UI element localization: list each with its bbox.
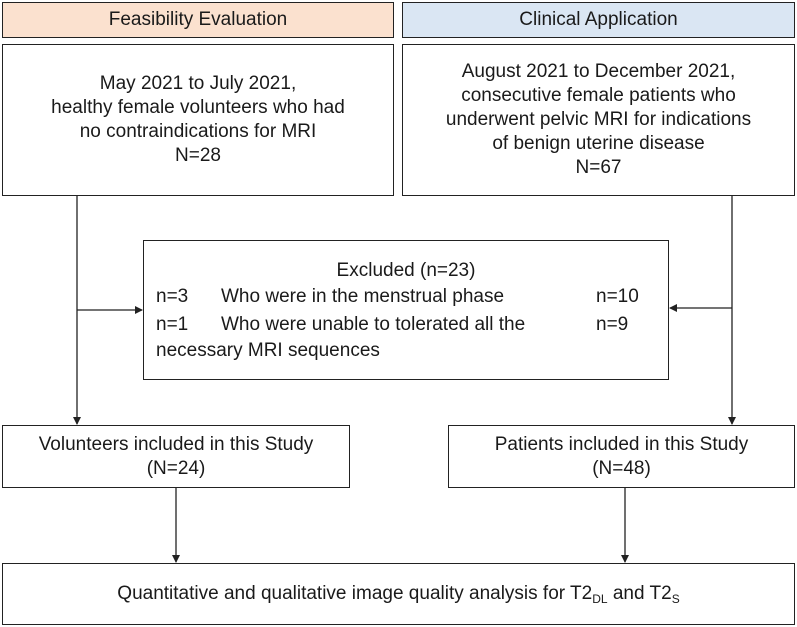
excluded-reason-intolerance-cont: necessary MRI sequences xyxy=(156,340,380,361)
header-feasibility-evaluation: Feasibility Evaluation xyxy=(2,2,394,38)
patients-included-box: Patients included in this Study (N=48) xyxy=(448,425,795,488)
t2dl-subscript: DL xyxy=(592,592,608,606)
excluded-patients-n2: n=9 xyxy=(596,314,629,335)
excluded-reason-intolerance: Who were unable to tolerated all the xyxy=(221,314,526,335)
patients-line: underwent pelvic MRI for indications xyxy=(445,109,752,130)
header-right-label: Clinical Application xyxy=(519,9,678,30)
patients-enrollment-box: August 2021 to December 2021, consecutiv… xyxy=(402,44,795,196)
patients-line: consecutive female patients who xyxy=(461,85,736,106)
analysis-label: Quantitative and qualitative image quali… xyxy=(117,583,571,604)
volunteers-line: no contraindications for MRI xyxy=(79,121,317,142)
volunteers-line: healthy female volunteers who had xyxy=(51,97,345,118)
volunteers-line: May 2021 to July 2021, xyxy=(99,73,297,94)
analysis-text: Quantitative and qualitative image quali… xyxy=(117,582,679,606)
patients-included-label: Patients included in this Study xyxy=(494,433,749,455)
excluded-volunteers-n1: n=3 xyxy=(156,286,189,307)
excluded-volunteers-n2: n=1 xyxy=(156,314,189,335)
excluded-title: Excluded (n=23) xyxy=(336,260,476,281)
patients-line: of benign uterine disease xyxy=(492,133,705,154)
volunteers-included-box: Volunteers included in this Study (N=24) xyxy=(2,425,350,488)
patients-count: N=67 xyxy=(575,157,622,178)
excluded-box: Excluded (n=23) n=3 Who were in the mens… xyxy=(143,240,669,380)
volunteers-count: N=28 xyxy=(175,145,221,166)
header-clinical-application: Clinical Application xyxy=(402,2,795,38)
volunteers-included-count: (N=24) xyxy=(146,457,206,479)
header-left-label: Feasibility Evaluation xyxy=(108,9,288,30)
excluded-reason-menstrual: Who were in the menstrual phase xyxy=(221,286,505,307)
analysis-box: Quantitative and qualitative image quali… xyxy=(2,563,795,625)
t2s-subscript: S xyxy=(671,592,680,606)
t2s-label: T2 xyxy=(649,583,672,604)
volunteers-included-label: Volunteers included in this Study xyxy=(38,433,314,455)
volunteers-enrollment-box: May 2021 to July 2021, healthy female vo… xyxy=(2,44,394,196)
excluded-patients-n1: n=10 xyxy=(596,286,639,307)
analysis-and: and xyxy=(607,583,650,604)
t2dl-label: T2 xyxy=(570,583,593,604)
patients-line: August 2021 to December 2021, xyxy=(461,61,736,82)
patients-included-count: (N=48) xyxy=(592,457,651,479)
